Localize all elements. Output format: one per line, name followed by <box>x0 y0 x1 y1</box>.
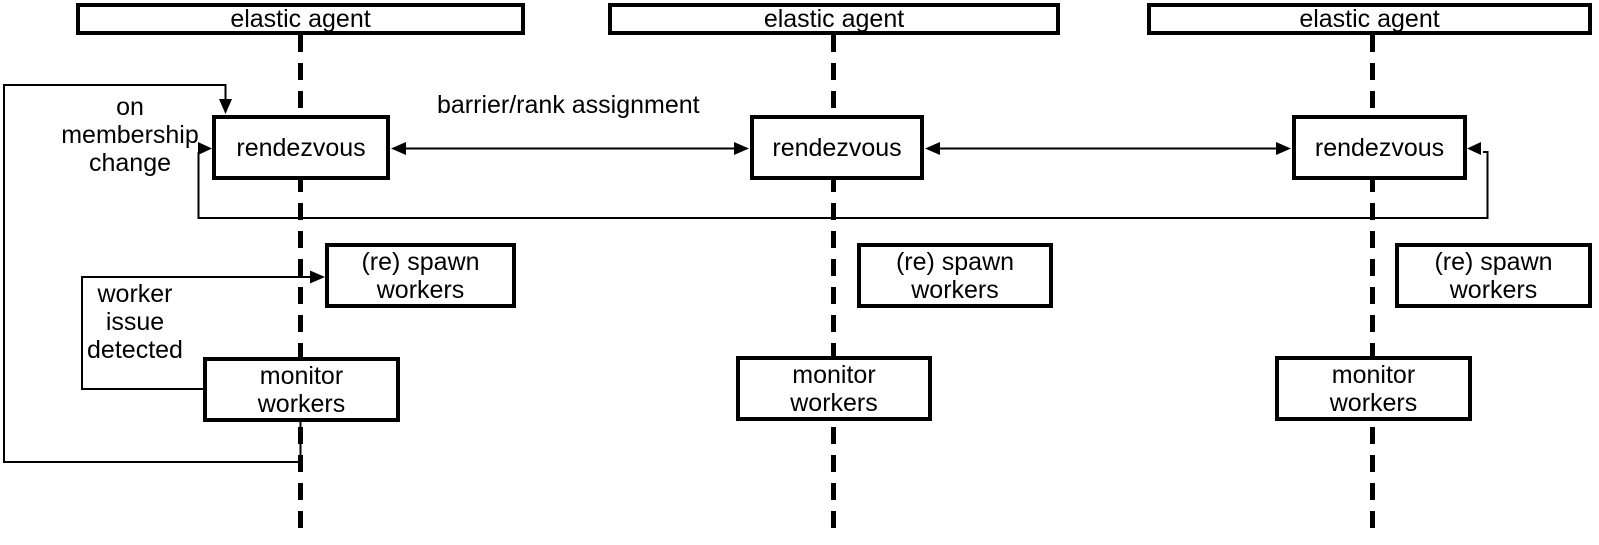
membership-change-arrowhead <box>219 99 232 114</box>
elastic-agent-box-1: elastic agent <box>76 3 525 35</box>
return-loop-arrowhead-right <box>1467 142 1481 155</box>
barrier-rank-assignment-label: barrier/rank assignment <box>437 91 700 119</box>
rendezvous-return-loop <box>197 151 1489 219</box>
membership-change-label: on membership change <box>61 93 199 177</box>
elastic-agent-box-2: elastic agent <box>608 3 1060 35</box>
barrier-arrowhead-into-rv2-left <box>734 142 749 155</box>
monitor-workers-box-2: monitor workers <box>736 356 932 421</box>
membership-change-loop <box>3 84 302 463</box>
monitor-workers-box-3: monitor workers <box>1275 356 1472 421</box>
barrier-arrowhead-into-rv2-right <box>925 142 940 155</box>
worker-issue-arrowhead <box>310 270 325 284</box>
spawn-workers-box-1: (re) spawn workers <box>325 243 516 308</box>
rendezvous-box-1: rendezvous <box>212 115 390 180</box>
rendezvous-box-2: rendezvous <box>750 115 924 180</box>
worker-issue-detected-label: worker issue detected <box>87 280 183 364</box>
elastic-agent-box-3: elastic agent <box>1147 3 1592 35</box>
rendezvous-box-3: rendezvous <box>1292 115 1467 180</box>
return-loop-arrowhead-left <box>198 142 212 155</box>
spawn-workers-box-3: (re) spawn workers <box>1395 243 1592 308</box>
worker-issue-loop <box>81 276 311 390</box>
barrier-arrowhead-into-rv1 <box>391 142 406 155</box>
spawn-workers-box-2: (re) spawn workers <box>857 243 1053 308</box>
barrier-arrowhead-into-rv3 <box>1276 142 1291 155</box>
monitor-workers-box-1: monitor workers <box>203 357 400 422</box>
